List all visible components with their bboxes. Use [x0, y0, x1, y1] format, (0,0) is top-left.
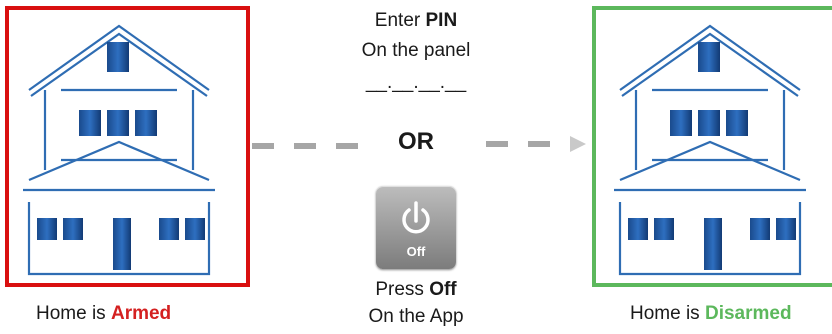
- house-disarmed-icon: [614, 24, 806, 276]
- armed-status-text: Armed: [110, 303, 172, 324]
- app-instruction-line1: Press Off: [300, 279, 532, 301]
- pin-instruction-line1: Enter PIN: [300, 10, 532, 32]
- pin-instruction-line2: On the panel: [361, 40, 471, 61]
- armed-caption-prefix: Home is: [36, 303, 111, 324]
- pin-keyword: PIN: [425, 10, 458, 31]
- power-icon: [402, 201, 430, 234]
- disarmed-frame: [592, 6, 832, 287]
- app-instruction-prefix: Press: [375, 279, 430, 300]
- disarmed-status-text: Disarmed: [704, 303, 792, 324]
- house-armed-icon: [23, 24, 215, 276]
- pin-placeholder: __.__.__.__: [365, 72, 467, 93]
- disarmed-caption-prefix: Home is: [630, 303, 705, 324]
- off-keyword: Off: [429, 279, 457, 300]
- armed-frame: [5, 6, 250, 287]
- arrowhead-icon: [570, 136, 586, 152]
- or-label: OR: [398, 128, 434, 155]
- dashed-arrow-left: [252, 143, 358, 149]
- armed-caption: Home is Armed: [36, 303, 171, 325]
- off-button-label: Off: [406, 244, 426, 259]
- app-instruction-line2: On the App: [368, 306, 464, 327]
- disarmed-caption: Home is Disarmed: [630, 303, 792, 325]
- off-button[interactable]: Off: [376, 186, 456, 269]
- pin-instruction-prefix: Enter: [374, 10, 426, 31]
- dashed-arrow-right: [486, 136, 586, 152]
